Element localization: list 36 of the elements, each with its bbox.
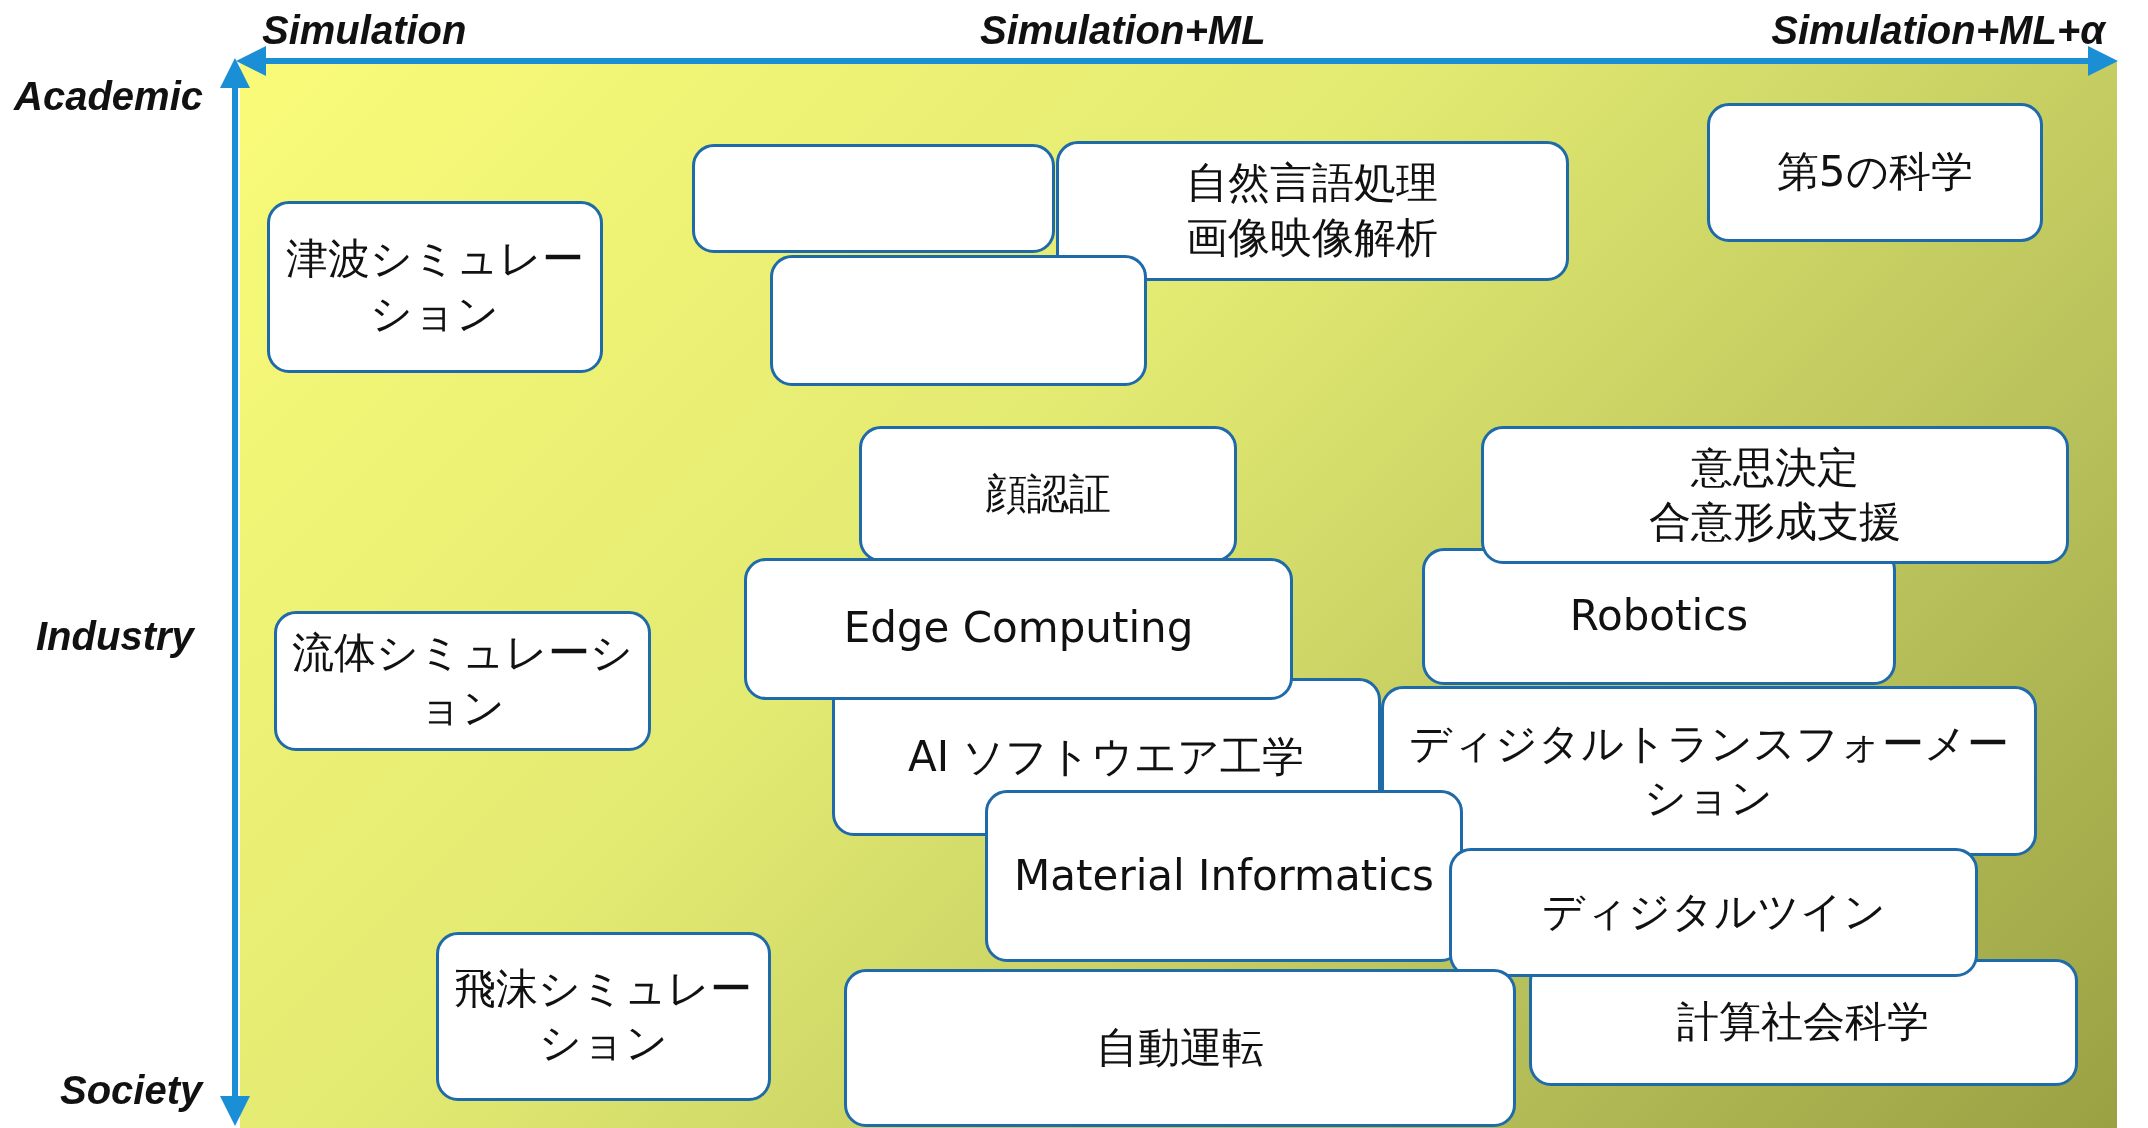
axis-label: Academic [14, 74, 203, 119]
term-label: 自然言語処理 [1186, 157, 1439, 210]
term-box [1056, 141, 1569, 281]
term-label: AI ソフトウエア工学 [907, 730, 1305, 783]
term-label: Robotics [1569, 590, 1749, 643]
term-box [743, 557, 1294, 700]
term-box [1706, 102, 2043, 243]
term-box [435, 931, 772, 1102]
term-label: 合意形成支援 [1648, 496, 1901, 549]
axis-label: Simulation+ML [980, 8, 1266, 53]
term-box [273, 610, 651, 751]
term-box [1449, 847, 1979, 977]
term-label: ディジタルトランスフォーメーション [1407, 717, 2010, 825]
term-label: 計算社会科学 [1677, 996, 1930, 1049]
term-box [267, 201, 603, 373]
term-box [769, 254, 1147, 387]
term-box [984, 790, 1464, 962]
axis-label: Simulation [262, 8, 467, 53]
term-label: 第5の科学 [1776, 146, 1973, 199]
term-label: Edge Computing [843, 602, 1194, 655]
axis-label: Society [60, 1068, 203, 1113]
axis-label: Simulation+ML+α [1771, 8, 2105, 53]
term-label: 画像映像解析 [1186, 211, 1439, 264]
term-label: 意思決定 [1690, 441, 1859, 494]
term-label: Material Informatics [1014, 849, 1434, 902]
term-label: 自動運転 [1096, 1021, 1265, 1074]
term-label: 飛沫シミュレーション [453, 962, 754, 1070]
term-box [691, 143, 1055, 254]
term-box [843, 968, 1517, 1128]
axis-label: Industry [36, 614, 194, 659]
term-label: ディジタルツイン [1541, 886, 1886, 939]
term-label: 流体シミュレーション [290, 627, 634, 734]
term-label: 津波シミュレーション [284, 233, 585, 340]
term-box [1380, 686, 2037, 857]
term-label: 顔認証 [984, 467, 1111, 520]
term-box [1480, 426, 2069, 565]
